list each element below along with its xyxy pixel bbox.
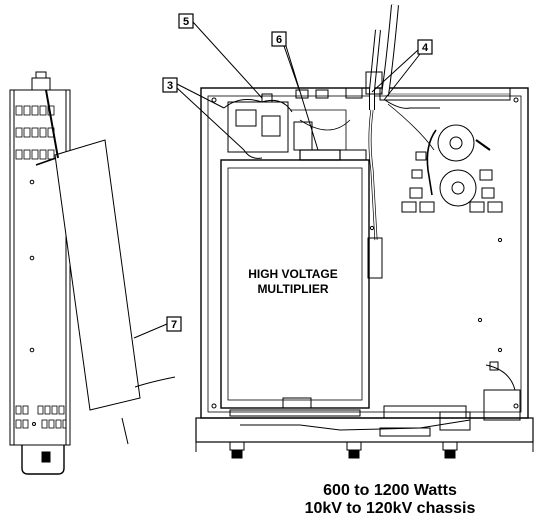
coil-lower	[439, 169, 477, 207]
svg-text:6: 6	[276, 34, 282, 46]
coil-upper	[437, 124, 475, 162]
svg-text:5: 5	[183, 16, 189, 28]
caption-line1: 600 to 1200 Watts	[323, 482, 457, 499]
vent-holes-bottom	[15, 405, 67, 429]
front-panel	[195, 417, 534, 443]
svg-text:3: 3	[167, 80, 173, 92]
svg-text:4: 4	[422, 42, 429, 54]
callout-7: 7	[133, 316, 182, 339]
callout-4: 4	[371, 39, 433, 101]
handle	[21, 445, 65, 475]
top-view	[195, 4, 534, 459]
side-view	[9, 71, 71, 475]
callout-6: 6	[271, 31, 319, 151]
svg-text:7: 7	[171, 319, 177, 331]
callout-5: 5	[178, 13, 263, 99]
hinged-cover	[35, 89, 176, 445]
multiplier-label-line2: MULTIPLIER	[257, 282, 328, 296]
multiplier-label-line1: HIGH VOLTAGE	[248, 267, 338, 281]
chassis-frame	[200, 87, 529, 419]
side-panel	[9, 89, 71, 446]
caption-line2: 10kV to 120kV chassis	[304, 500, 476, 517]
vent-holes-top	[15, 105, 55, 160]
callout-3: 3	[162, 77, 245, 151]
